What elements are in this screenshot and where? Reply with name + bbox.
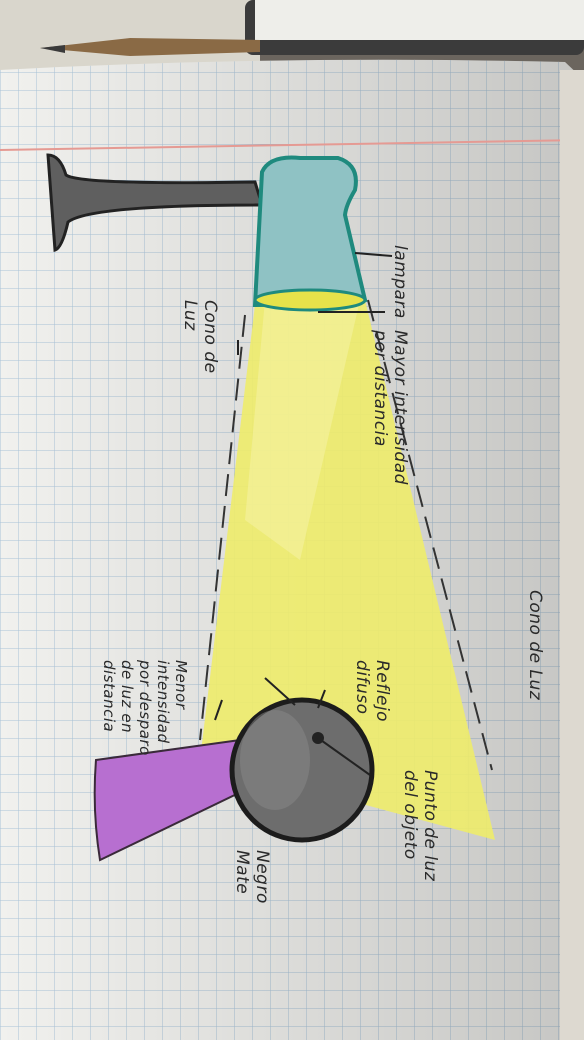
margin-line: [0, 139, 584, 151]
label-light-point: Punto de luz del objeto: [400, 770, 440, 882]
pencil: [40, 38, 260, 56]
lamp-drawing: [252, 155, 368, 308]
label-low-intensity: Menor intensidad por desparo de luz en d…: [100, 660, 190, 756]
label-matte-black: Negro Mate: [232, 850, 272, 904]
label-cone-right: Cono de Luz: [525, 590, 545, 701]
desk-paper: [0, 0, 260, 70]
label-lamp: lampara: [390, 245, 410, 319]
stand-drawing: [93, 738, 247, 862]
label-high-intensity: Mayor intensidad por distancia: [370, 330, 410, 485]
label-cone-left: Cono de Luz: [180, 300, 220, 374]
label-diffuse-reflection: Reflejo difuso: [352, 660, 392, 723]
